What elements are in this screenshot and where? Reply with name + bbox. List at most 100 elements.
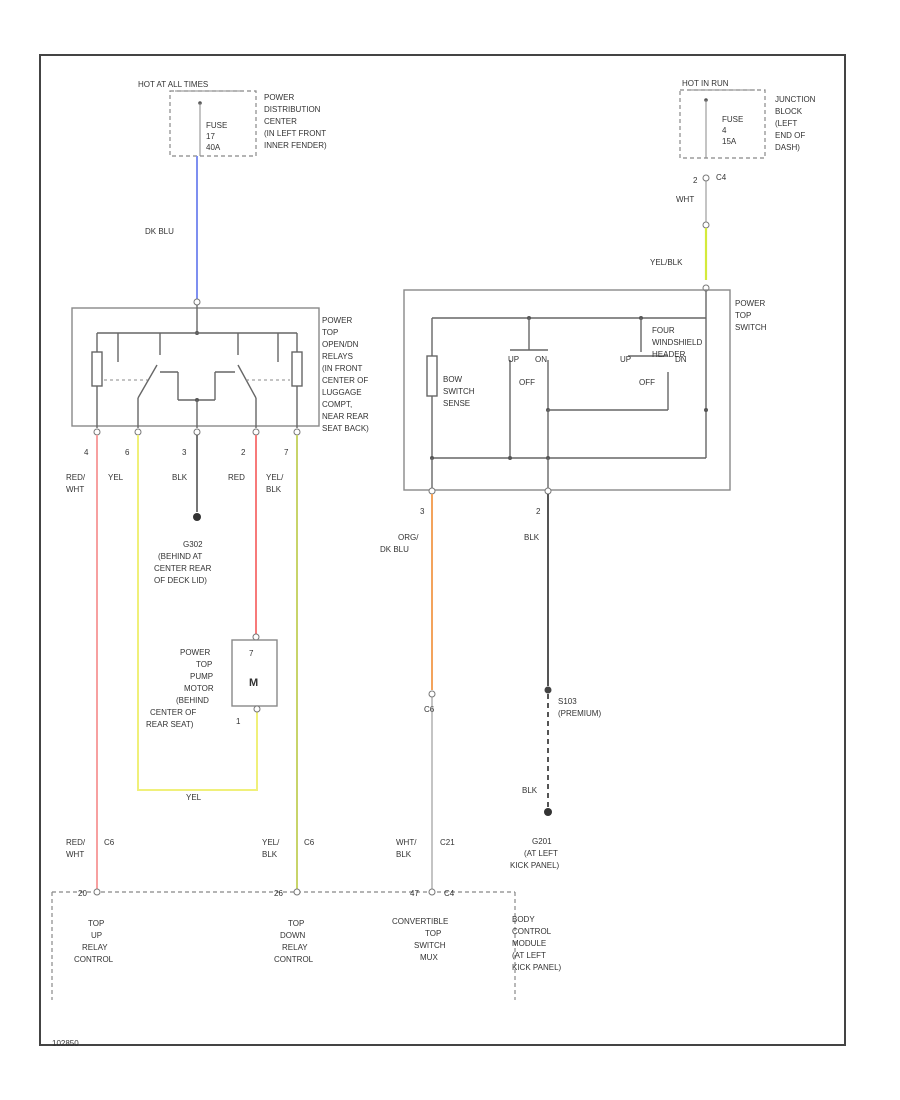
conv-3: SWITCH (414, 941, 446, 950)
switch-label-2: TOP (735, 311, 751, 320)
s103-label-1: S103 (558, 697, 577, 706)
g302-label-2: (BEHIND AT (158, 552, 202, 561)
red-wht-lower-1: RED/ (66, 838, 86, 847)
ws-label-2: WINDSHIELD (652, 338, 702, 347)
c6-lower-mid: C6 (304, 838, 315, 847)
ws-label-3: HEADER (652, 350, 686, 359)
relay-label-4: RELAYS (322, 352, 353, 361)
switch-pin-2: 2 (536, 507, 541, 516)
switch-up-label-2: UP (620, 355, 631, 364)
pdc-label-3: CENTER (264, 117, 297, 126)
pdc-label-5: INNER FENDER) (264, 141, 327, 150)
switch-off-label-2: OFF (639, 378, 655, 387)
power-top-pump-motor: 7 M 1 POWER TOP PUMP MOTOR (BEHIND CENTE… (146, 633, 278, 729)
top-down-1: TOP (288, 919, 304, 928)
top-down-3: RELAY (282, 943, 308, 952)
pump-label-2: TOP (196, 660, 212, 669)
bow-label-2: SWITCH (443, 387, 475, 396)
blk-relay-label: BLK (172, 473, 188, 482)
bcm-c4-label: C4 (444, 889, 455, 898)
pdc-label-2: DISTRIBUTION (264, 105, 321, 114)
red-wht-label-2: WHT (66, 485, 84, 494)
g302-ground-icon (193, 513, 201, 521)
g201-label-2: (AT LEFT (524, 849, 558, 858)
yel-label: YEL (108, 473, 124, 482)
top-up-2: UP (91, 931, 102, 940)
yel-blk-label-1: YEL/ (266, 473, 284, 482)
top-up-3: RELAY (82, 943, 108, 952)
body-control-module: 20 26 47 C4 TOP UP RELAY CONTROL TOP DOW… (51, 888, 562, 1000)
yel-wire (137, 435, 258, 791)
jb-label-1: JUNCTION (775, 95, 816, 104)
g302-label-3: CENTER REAR (154, 564, 212, 573)
motor-symbol: M (249, 677, 258, 689)
wht-blk-lower-1: WHT/ (396, 838, 417, 847)
g201-label-1: G201 (532, 837, 552, 846)
fuse-17-line1: FUSE (206, 121, 227, 130)
fuse-4-line2: 4 (722, 126, 727, 135)
red-wht-lower-2: WHT (66, 850, 84, 859)
top-down-4: CONTROL (274, 955, 314, 964)
relay-label-1: POWER (322, 316, 352, 325)
top-up-4: CONTROL (74, 955, 114, 964)
g201-label-3: KICK PANEL) (510, 861, 560, 870)
bow-label-1: BOW (443, 375, 463, 384)
org-dkblu-label-2: DK BLU (380, 545, 409, 554)
wht-blk-lower-2: BLK (396, 850, 412, 859)
pin-jb-label: 2 (693, 176, 698, 185)
pump-pin-1: 1 (236, 717, 241, 726)
relay-label-10: SEAT BACK) (322, 424, 369, 433)
yel-blk-lower-2: BLK (262, 850, 278, 859)
hot-in-run-label: HOT IN RUN (682, 79, 729, 88)
pdc-label-4: (IN LEFT FRONT (264, 129, 326, 138)
diagram-frame (39, 54, 846, 1046)
red-wht-label-1: RED/ (66, 473, 86, 482)
ws-label-1: FOUR (652, 326, 675, 335)
relay-label-8: COMPT, (322, 400, 352, 409)
pump-pin-7: 7 (249, 649, 254, 658)
jb-label-4: END OF (775, 131, 805, 140)
blk-lower-label: BLK (522, 786, 538, 795)
conv-2: TOP (425, 929, 441, 938)
pump-label-3: PUMP (190, 672, 213, 681)
relay-pin-4: 4 (84, 448, 89, 457)
relay-pin-3: 3 (182, 448, 187, 457)
switch-label-3: SWITCH (735, 323, 767, 332)
relay-pin-6: 6 (125, 448, 130, 457)
bcm-label-4: (AT LEFT (512, 951, 546, 960)
pdc-label-1: POWER (264, 93, 294, 102)
power-top-relays: 4 6 3 2 7 POWER TOP OPEN/DN RELAYS (IN F… (71, 298, 369, 457)
g302-label-1: G302 (183, 540, 203, 549)
wht-label: WHT (676, 195, 694, 204)
pump-label-6: CENTER OF (150, 708, 196, 717)
bcm-label-1: BODY (512, 915, 535, 924)
power-top-switch: ON UP OFF DN UP OFF BOW SWITCH SENSE FOU… (403, 289, 767, 495)
top-up-1: TOP (88, 919, 104, 928)
jb-label-5: DASH) (775, 143, 800, 152)
g201-ground-icon (544, 808, 552, 816)
dk-blu-label: DK BLU (145, 227, 174, 236)
c6b-label: C6 (424, 705, 435, 714)
fuse-17-line2: 17 (206, 132, 215, 141)
pump-label-1: POWER (180, 648, 210, 657)
bcm-pin-20: 20 (78, 889, 87, 898)
power-distribution-center: HOT AT ALL TIMES FUSE 17 40A POWER DISTR… (138, 80, 327, 157)
blk-switch-label: BLK (524, 533, 540, 542)
bcm-label-2: CONTROL (512, 927, 552, 936)
relay-pin-7: 7 (284, 448, 289, 457)
pump-label-5: (BEHIND (176, 696, 209, 705)
fuse-17-line3: 40A (206, 143, 221, 152)
fuse-4-line1: FUSE (722, 115, 743, 124)
diagram-id: 102850 (52, 1039, 79, 1048)
switch-up-label: UP (508, 355, 519, 364)
c4-label: C4 (716, 173, 727, 182)
relay-pin-2: 2 (241, 448, 246, 457)
relay-label-3: OPEN/DN (322, 340, 359, 349)
c6-lower-left: C6 (104, 838, 115, 847)
c21-label: C21 (440, 838, 455, 847)
fuse-4-line3: 15A (722, 137, 737, 146)
hot-at-all-times-label: HOT AT ALL TIMES (138, 80, 208, 89)
relay-label-2: TOP (322, 328, 338, 337)
bcm-label-3: MODULE (512, 939, 546, 948)
